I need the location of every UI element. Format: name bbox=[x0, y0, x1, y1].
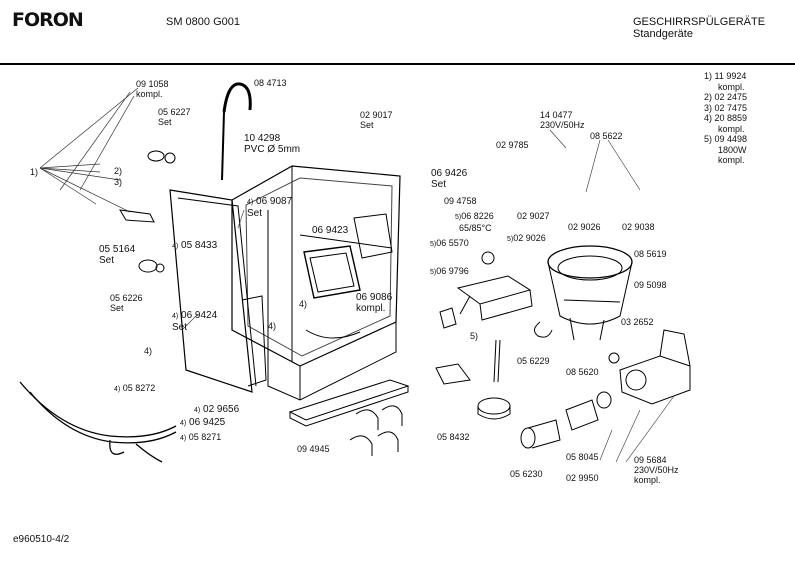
part-label: 03 2652 bbox=[621, 317, 654, 327]
part-label: 02 9026 bbox=[568, 222, 601, 232]
ref-marker: 5) bbox=[470, 331, 479, 341]
ref-marker: 4) bbox=[144, 346, 153, 356]
part-label: 08 5622 bbox=[590, 131, 623, 141]
small-fittings bbox=[119, 150, 176, 273]
note-line: 1800W bbox=[718, 144, 747, 155]
part-label: 09 4945 bbox=[297, 444, 330, 454]
part-label: 05 8045 bbox=[566, 452, 599, 462]
drain-pump bbox=[608, 329, 691, 405]
appliance-subcategory: Standgeräte bbox=[633, 28, 693, 40]
part-label: 05 6230 bbox=[510, 469, 543, 479]
seal-frame bbox=[303, 213, 393, 299]
leader-lines bbox=[181, 129, 675, 463]
part-label: 5)02 9026 bbox=[507, 233, 546, 243]
brand-logo: FORON bbox=[12, 9, 84, 31]
ref-marker: 1) bbox=[30, 167, 39, 177]
plinth bbox=[288, 379, 410, 427]
pressure-switch bbox=[435, 363, 511, 420]
drain-fittings bbox=[520, 391, 612, 449]
clip-set bbox=[349, 405, 403, 456]
part-label: 02 9038 bbox=[622, 222, 655, 232]
note-line: 5) 09 4498 bbox=[704, 134, 748, 144]
ref-marker: 4) bbox=[299, 299, 308, 309]
appliance-category: GESCHIRRSPÜLGERÄTE bbox=[633, 16, 766, 28]
part-label: 08 5620 bbox=[566, 367, 599, 377]
part-label: 09 4758 bbox=[444, 196, 477, 206]
note-line: 1) 11 9924 bbox=[704, 71, 747, 81]
part-label: 08 4713 bbox=[254, 78, 287, 88]
part-label: 08 5619 bbox=[634, 249, 667, 259]
model-number: SM 0800 G001 bbox=[166, 16, 240, 28]
tub-body bbox=[231, 165, 401, 401]
ref-marker: 3) bbox=[114, 177, 123, 187]
part-label: 4) 05 8433 bbox=[172, 240, 218, 251]
cable-harness bbox=[19, 381, 177, 463]
ref-marker: 2) bbox=[114, 166, 123, 176]
part-label: 4) 05 8271 bbox=[180, 432, 222, 442]
part-label: 5)06 9796 bbox=[430, 266, 469, 276]
note-line: 4) 20 8859 bbox=[704, 113, 748, 123]
document-id: e960510-4/2 bbox=[13, 534, 70, 545]
fill-hose bbox=[221, 82, 252, 181]
part-label: 02 9785 bbox=[496, 140, 529, 150]
note-line: kompl. bbox=[718, 123, 745, 134]
part-label: 05 8432 bbox=[437, 432, 470, 442]
note-line: 2) 02 2475 bbox=[704, 92, 748, 102]
part-label: 02 9027 bbox=[517, 211, 550, 221]
part-label: 4) 06 9425 bbox=[180, 417, 226, 428]
note-line: kompl. bbox=[718, 155, 745, 165]
ref-marker: 4) bbox=[268, 321, 277, 331]
part-label: 4) 05 8272 bbox=[114, 383, 156, 393]
part-label: 4) 02 9656 bbox=[194, 404, 240, 415]
note-line: kompl. bbox=[718, 81, 745, 92]
header-rule bbox=[0, 63, 795, 65]
note-line: 3) 02 7475 bbox=[704, 102, 748, 113]
notes-block: 1) 11 9924 kompl. 2) 02 2475 3) 02 7475 … bbox=[704, 71, 747, 166]
heater-assembly bbox=[439, 251, 533, 383]
side-panel bbox=[169, 189, 267, 393]
part-label: 5)06 5570 bbox=[430, 238, 469, 248]
part-label: 09 5098 bbox=[634, 280, 667, 290]
part-label: 06 9423 bbox=[312, 225, 349, 236]
part-label: 05 6229 bbox=[517, 356, 550, 366]
leader-lines-ref1 bbox=[39, 87, 139, 213]
circulation-pump bbox=[534, 245, 633, 341]
part-label: 02 9950 bbox=[566, 473, 599, 483]
